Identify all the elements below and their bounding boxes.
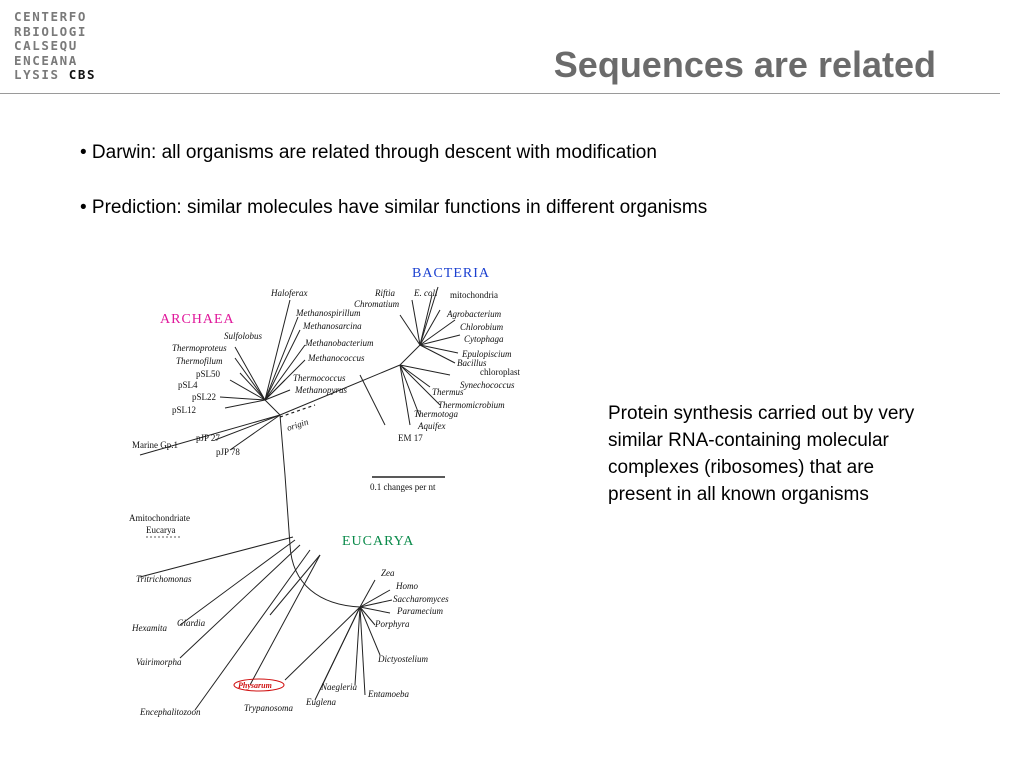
taxon-label: E. coli [413,288,438,298]
taxon-label: Hexamita [131,623,167,633]
origin-label: origin [286,416,310,432]
taxon-label: pJP 78 [216,447,240,457]
taxon-label: Trypanosoma [244,703,294,713]
taxon-label: pSL4 [178,380,198,390]
logo-brand: CBS [68,67,97,83]
taxon-label: Methanobacterium [304,338,374,348]
logo-line-prefix: LYSIS [14,67,60,83]
logo-line: CALSEQU [14,38,78,54]
taxon-label: Methanococcus [307,353,365,363]
logo-line: CENTERFO [14,9,88,24]
taxon-label: Thermus [432,387,464,397]
group-eucarya: EUCARYA [342,534,414,549]
bullet-prediction: • Prediction: similar molecules have sim… [80,197,708,218]
title-divider [0,93,1000,94]
taxon-label: Encephalitozoon [139,707,201,717]
taxon-label: Thermococcus [293,373,346,383]
physarum-highlight [233,678,285,692]
taxon-label: Methanopyrus [294,385,347,395]
origin-marker [279,404,316,418]
taxon-label: Synechococcus [460,380,515,390]
ribosome-note: Protein synthesis carried out by very si… [608,403,915,505]
taxon-label: Cytophaga [464,334,504,344]
taxon-label: Thermofilum [176,356,223,366]
taxon-label: Homo [395,581,418,591]
taxon-label: Aquifex [417,421,446,431]
taxon-label: Zea [381,568,395,578]
taxon-label: Marine Gp.1 [132,440,178,450]
taxon-label: mitochondria [450,290,498,300]
taxon-label: Giardia [177,618,206,628]
slide-title: Sequences are related [553,44,936,85]
taxon-label: Haloferax [270,288,308,298]
taxon-label: Vairimorpha [136,657,182,667]
taxon-label: Methanosarcina [302,321,362,331]
taxon-label: Epulopiscium [461,349,512,359]
taxon-label: pSL22 [192,392,216,402]
logo-line: RBIOLOGI [14,23,88,39]
taxon-label: Eucarya [146,525,175,535]
taxon-label: Paramecium [396,606,443,616]
scale-label: 0.1 changes per nt [370,482,436,492]
taxon-label: Naegleria [320,682,357,692]
taxon-label: EM 17 [398,433,423,443]
logo-line: LYSIS CBS [14,68,104,83]
taxon-label: Dictyostelium [377,654,428,664]
taxon-label: Thermoproteus [172,343,227,353]
taxon-label: Agrobacterium [446,309,502,319]
tree-branches [139,286,461,711]
taxon-label: chloroplast [480,367,520,377]
taxon-label: Chromatium [354,299,400,309]
logo-line: ENCEANA [14,52,78,68]
taxon-label: Thermotoga [414,409,459,419]
taxon-label: pSL50 [196,369,221,379]
group-archaea: ARCHAEA [160,312,235,327]
taxon-label: Saccharomyces [393,594,449,604]
taxon-label: Chlorobium [460,322,504,332]
taxon-label: Bacillus [457,358,487,368]
taxon-label: Sulfolobus [224,331,263,341]
taxon-label: Tritrichomonas [136,574,192,584]
taxon-label: Porphyra [374,619,410,629]
phylogenetic-tree: 0.1 changes per nt BACTERIA ARCHAEA EUCA… [129,266,520,717]
taxon-label: Riftia [374,288,395,298]
taxon-label: pSL12 [172,405,196,415]
taxon-label: Entamoeba [367,689,409,699]
taxon-label: Euglena [305,697,336,707]
cbs-logo: CENTERFO RBIOLOGI CALSEQU ENCEANA LYSIS … [14,9,104,83]
taxon-physarum: Physarum [238,681,272,690]
taxon-label: Thermomicrobium [438,400,505,410]
group-bacteria: BACTERIA [412,266,490,281]
taxon-label: Amitochondriate [129,513,190,523]
taxon-label: Methanospirillum [295,308,361,318]
bullet-darwin: • Darwin: all organisms are related thro… [80,142,657,163]
taxon-label: pJP 27 [196,433,220,443]
